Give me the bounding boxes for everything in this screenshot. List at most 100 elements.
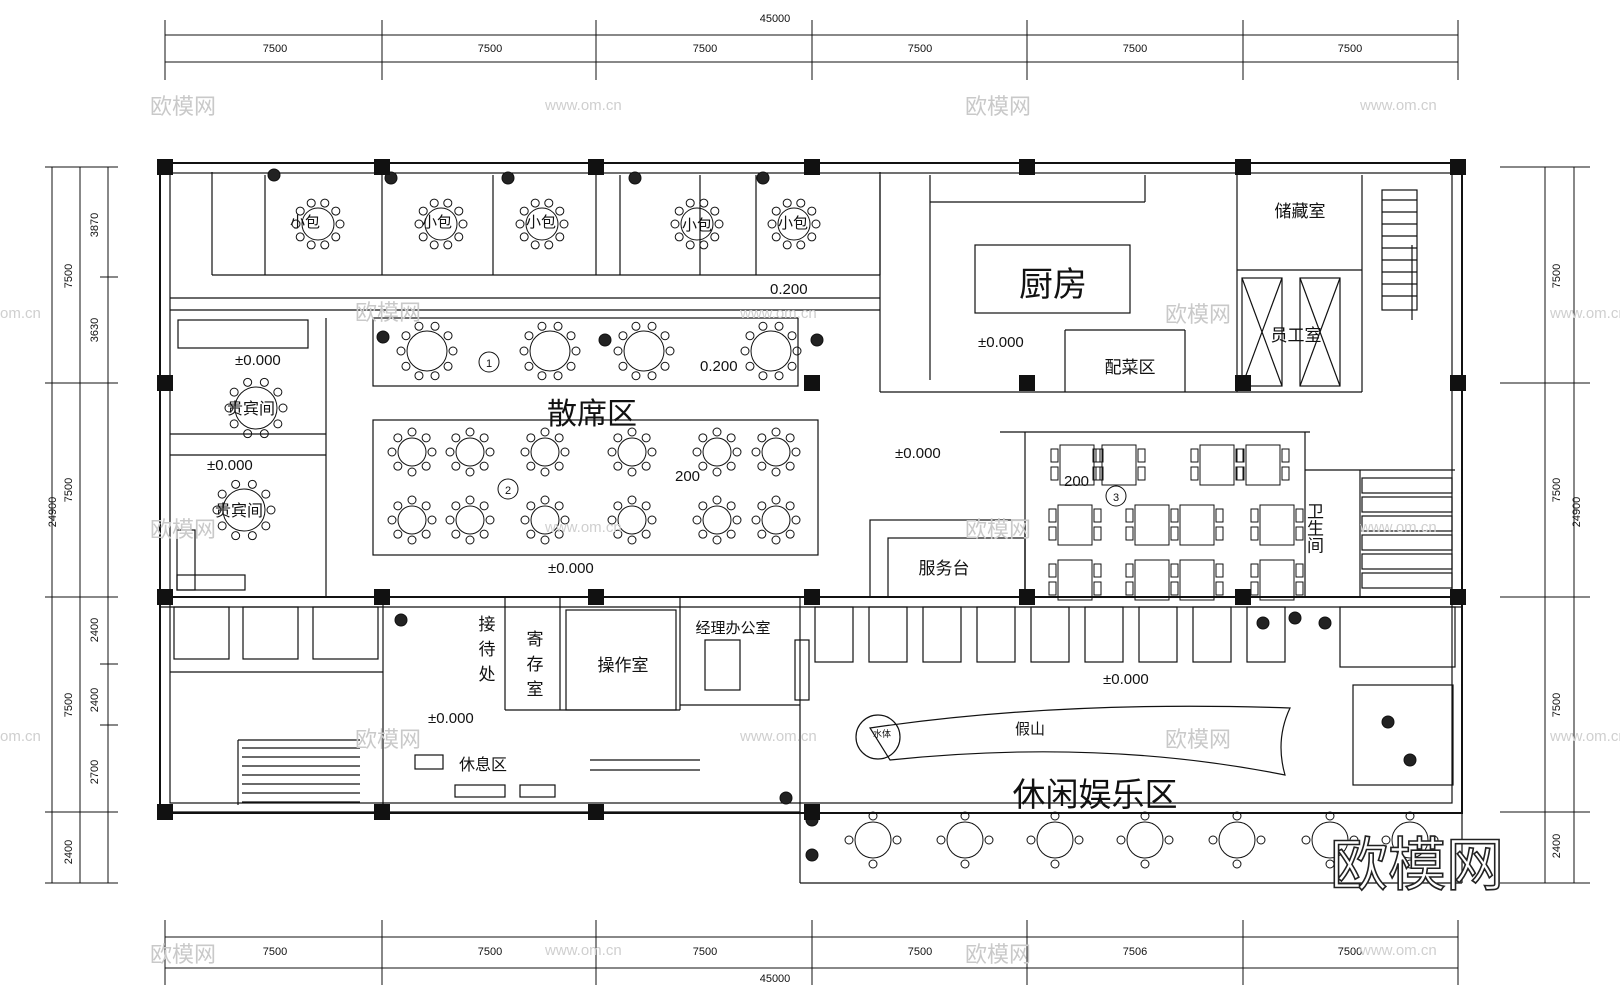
chair [526,529,536,539]
watermark-texts: 欧模网 www.om.cn 欧模网 www.om.cn om.cn 欧模网 ww… [0,95,1620,968]
chair [1125,526,1134,541]
watermark-text: 欧模网 [355,728,421,753]
chair [960,859,970,869]
room-label-kitchen: 厨房 [1019,265,1087,305]
chair [1232,811,1242,821]
booth [1246,606,1286,663]
room-label-service-desk: 服务台 [919,559,970,579]
table-top [1036,821,1074,859]
chair [757,461,767,471]
watermark-text: 欧模网 [1165,728,1231,753]
watermark-url: www.om.cn [544,97,622,114]
chair [224,403,234,413]
chair [613,461,623,471]
chair [792,346,802,356]
zone-marker-number: 1 [486,358,492,370]
open-seating-table [520,427,570,477]
room-label-small-private: 小包 [290,213,320,231]
chair [217,521,227,531]
right-outer-dimension: 7500 [1551,693,1563,717]
chair [774,371,784,381]
chair [1093,563,1102,578]
chair [692,515,702,525]
chair [479,461,489,471]
table-top [1218,821,1256,859]
chair [418,232,428,242]
room-label-reception: 接 [479,615,496,635]
table-top [946,821,984,859]
chair [393,433,403,443]
chair [295,232,305,242]
chair [445,515,455,525]
plant [805,848,819,862]
chair [807,206,817,216]
top-bay-dimension: 7500 [908,43,932,55]
chair [1250,526,1259,541]
chair [607,447,617,457]
room-label-checkroom: 存 [527,655,544,675]
right-outer-dimension: 7500 [1551,264,1563,288]
chair [1215,563,1224,578]
chair [796,240,806,250]
chair [537,371,547,381]
chair [647,447,657,457]
rest-bench [519,784,556,798]
open-seating-table [607,427,657,477]
chair [791,447,801,457]
level-mark: 0.200 [700,358,738,375]
table-top [397,505,427,535]
watermark-text: 欧模网 [965,95,1031,120]
chair [1170,526,1179,541]
plant [394,613,408,627]
chair [1170,508,1179,523]
left-inner-dimension: 2400 [89,618,101,642]
chair [641,433,651,443]
chair [787,331,797,341]
structural-column [588,589,604,605]
chair [231,479,241,489]
chair [261,489,271,499]
booth [1084,606,1124,663]
square-table [1048,504,1102,546]
table-top [1199,444,1235,486]
chair [229,387,239,397]
open-seating-table [445,495,495,545]
chair [774,321,784,331]
square-table [1236,444,1290,486]
sofa [176,574,246,591]
chair [278,403,288,413]
chair [726,529,736,539]
plant [501,171,515,185]
table-top [1259,559,1295,601]
table-top [1391,821,1429,859]
chair [618,331,628,341]
chair [785,461,795,471]
chair [1093,526,1102,541]
chair [1125,581,1134,596]
operation-room-box [565,609,677,711]
chair [1405,811,1415,821]
staff-door-frame [1241,277,1283,387]
chair [554,433,564,443]
chair [892,835,902,845]
level-mark: ±0.000 [428,710,474,727]
table-top [623,330,665,372]
restroom-stall [1361,572,1453,589]
elevator-box [312,606,379,660]
chair [454,232,464,242]
chair [553,321,563,331]
plant [1403,753,1417,767]
table-top [1179,559,1215,601]
chair [685,240,695,250]
chair [647,371,657,381]
plant [628,171,642,185]
kitchen-pass-rect [974,244,1131,314]
top-bay-dimension: 7500 [263,43,287,55]
left-inner-dimension: 2400 [89,688,101,712]
chair [443,361,453,371]
chair [771,232,781,242]
chair [429,240,439,250]
watermark-url: www.om.cn [1549,305,1620,322]
chair [641,461,651,471]
chair [421,433,431,443]
